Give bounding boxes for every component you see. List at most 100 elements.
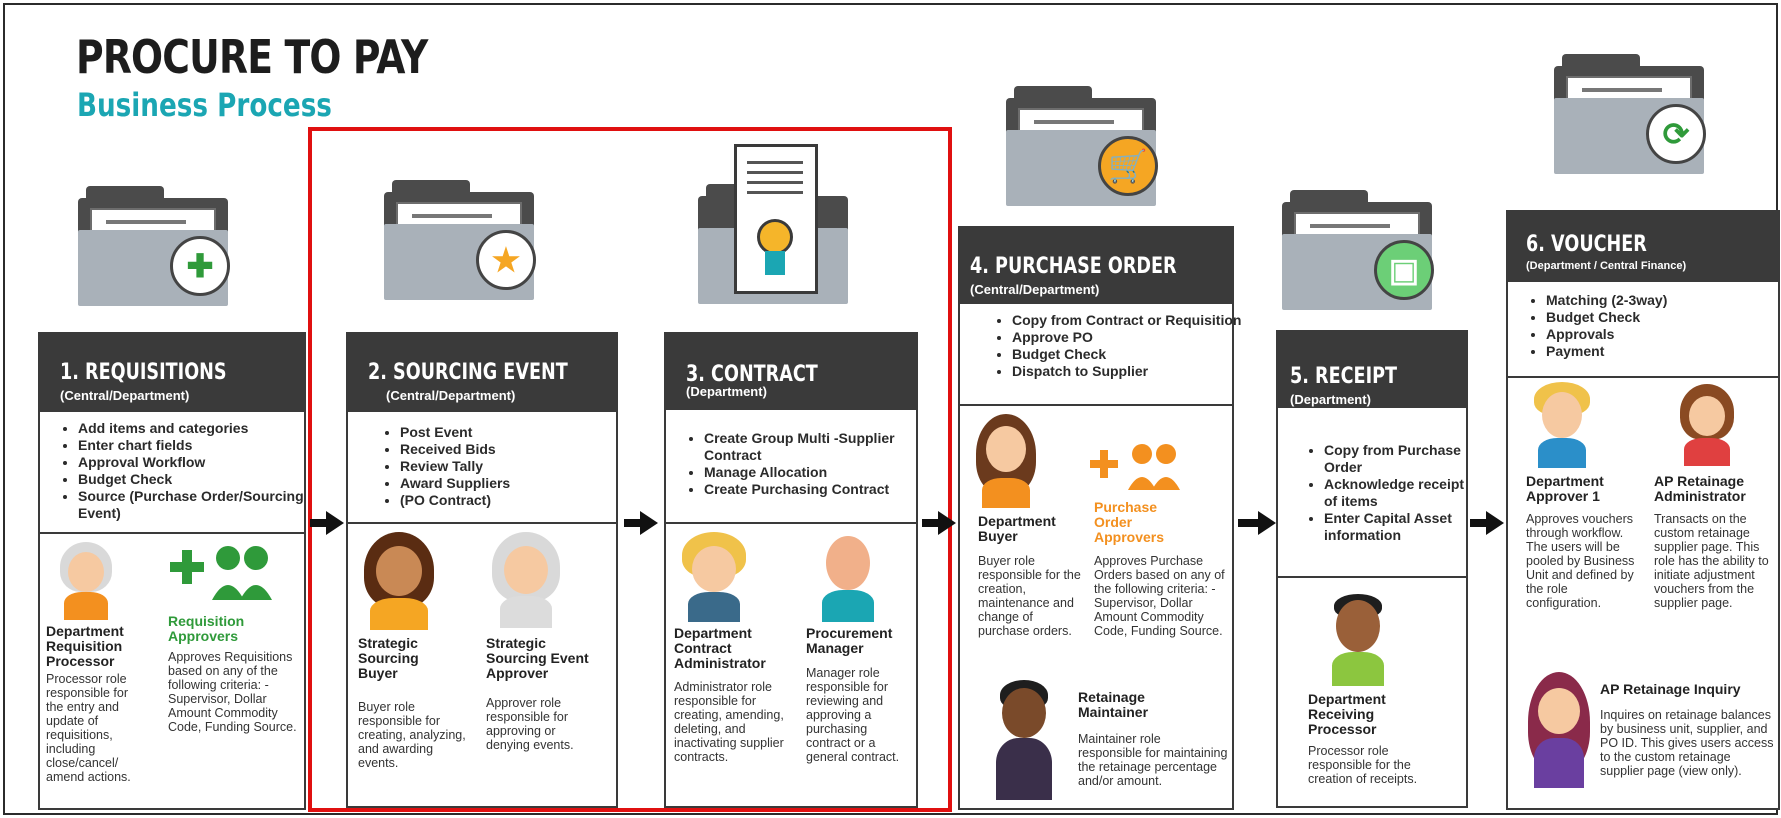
step-bullets: Copy from Contract or Requisition Approv… bbox=[988, 312, 1252, 380]
role-name: Department Receiving Processor bbox=[1308, 691, 1386, 737]
flow-arrow bbox=[1238, 511, 1276, 535]
folder-icon-purchase-order: 🛒 bbox=[1006, 86, 1158, 206]
step-receipt: 5. RECEIPT (Department) Copy from Purcha… bbox=[1276, 330, 1468, 808]
role-description: Processor role responsible for the creat… bbox=[1308, 744, 1418, 786]
contract-certificate-icon bbox=[734, 144, 818, 294]
avatar bbox=[976, 414, 1036, 508]
page-title: PROCURE TO PAY bbox=[76, 30, 428, 84]
page-subtitle: Business Process bbox=[77, 86, 332, 124]
role-name: AP Retainage Inquiry bbox=[1600, 681, 1741, 697]
step-bullets: Create Group Multi -Supplier Contract Ma… bbox=[680, 430, 928, 498]
avatar bbox=[490, 532, 562, 628]
step-title: 3. CONTRACT bbox=[686, 362, 818, 387]
step-subtitle: (Central/Department) bbox=[970, 282, 1100, 297]
bullet: Post Event bbox=[400, 424, 620, 441]
avatar bbox=[1534, 382, 1590, 468]
step-bullets: Copy from Purchase Order Acknowledge rec… bbox=[1300, 442, 1480, 544]
bullet: Source (Purchase Order/Sourcing Event) bbox=[78, 488, 310, 522]
role-description: Buyer role responsible for creating, ana… bbox=[358, 700, 466, 770]
role-name: Retainage Maintainer bbox=[1078, 689, 1149, 720]
step-contract: 3. CONTRACT (Department) Create Group Mu… bbox=[664, 332, 918, 808]
role-description: Maintainer role responsible for maintain… bbox=[1078, 732, 1228, 788]
shopping-cart-icon: 🛒 bbox=[1098, 136, 1158, 196]
step-purchase-order: 4. PURCHASE ORDER (Central/Department) C… bbox=[958, 226, 1241, 810]
role-description: Processor role responsible for the entry… bbox=[46, 672, 131, 784]
role-description: Manager role responsible for reviewing a… bbox=[806, 666, 900, 764]
step-requisitions: 1. REQUISITIONS (Central/Department) Add… bbox=[38, 332, 306, 810]
role-name: Procurement Manager bbox=[806, 625, 893, 656]
role-description: Approves Purchase Orders based on any of… bbox=[1094, 554, 1225, 638]
avatar bbox=[1328, 594, 1388, 686]
flow-arrow bbox=[310, 511, 344, 535]
bullet: Add items and categories bbox=[78, 420, 310, 437]
role-name: Department Buyer bbox=[978, 513, 1056, 544]
role-name: Requisition Approvers bbox=[168, 613, 245, 644]
folder-icon-requisitions: ✚ bbox=[78, 186, 230, 306]
avatar bbox=[682, 532, 746, 622]
bullet: Copy from Purchase Order bbox=[1324, 442, 1480, 476]
folder-icon-contract bbox=[698, 144, 848, 304]
bullet: Manage Allocation bbox=[704, 464, 928, 481]
step-voucher: 6. VOUCHER (Department / Central Finance… bbox=[1506, 210, 1780, 810]
step-subtitle: (Central/Department) bbox=[386, 388, 516, 403]
bullet: Approve PO bbox=[1012, 329, 1252, 346]
avatar bbox=[816, 532, 878, 622]
role-name: AP Retainage Administrator bbox=[1654, 473, 1746, 504]
bullet: Enter chart fields bbox=[78, 437, 310, 454]
avatar bbox=[362, 532, 436, 630]
role-description: Approver role responsible for approving … bbox=[486, 696, 574, 752]
people-plus-icon bbox=[170, 546, 272, 600]
role-name: Department Requisition Processor bbox=[46, 623, 124, 669]
bullet: Copy from Contract or Requisition bbox=[1012, 312, 1252, 329]
refresh-icon: ⟳ bbox=[1646, 104, 1706, 164]
folder-icon-sourcing: ★ bbox=[384, 180, 536, 300]
role-name: Strategic Sourcing Event Approver bbox=[486, 635, 589, 681]
bullet: Create Purchasing Contract bbox=[704, 481, 928, 498]
step-bullets: Add items and categories Enter chart fie… bbox=[54, 420, 310, 522]
bullet: (PO Contract) bbox=[400, 492, 620, 509]
role-name: Department Contract Administrator bbox=[674, 625, 766, 671]
flow-arrow bbox=[1470, 511, 1504, 535]
step-title: 6. VOUCHER bbox=[1526, 232, 1647, 257]
flow-arrow bbox=[922, 511, 956, 535]
bullet: Award Suppliers bbox=[400, 475, 620, 492]
bullet: Review Tally bbox=[400, 458, 620, 475]
role-description: Approves vouchers through workflow. The … bbox=[1526, 512, 1635, 610]
role-description: Transacts on the custom retainage suppli… bbox=[1654, 512, 1769, 610]
bullet: Enter Capital Asset information bbox=[1324, 510, 1480, 544]
step-title: 2. SOURCING EVENT bbox=[368, 360, 568, 385]
step-subtitle: (Central/Department) bbox=[60, 388, 190, 403]
highlight-box bbox=[308, 127, 952, 812]
step-title: 4. PURCHASE ORDER bbox=[970, 254, 1177, 279]
avatar bbox=[994, 680, 1054, 800]
role-description: Buyer role responsible for the creation,… bbox=[978, 554, 1081, 638]
step-subtitle: (Department / Central Finance) bbox=[1526, 260, 1687, 272]
step-sourcing-event: 2. SOURCING EVENT (Central/Department) P… bbox=[346, 332, 618, 808]
step-subtitle: (Department) bbox=[1290, 392, 1371, 407]
flow-arrow bbox=[624, 511, 658, 535]
bullet: Payment bbox=[1546, 343, 1781, 360]
box-icon: ▣ bbox=[1374, 240, 1434, 300]
bullet: Budget Check bbox=[1546, 309, 1781, 326]
bullet: Matching (2-3way) bbox=[1546, 292, 1781, 309]
folder-icon-receipt: ▣ bbox=[1282, 190, 1434, 310]
role-description: Approves Requisitions based on any of th… bbox=[168, 650, 297, 734]
step-title: 5. RECEIPT bbox=[1290, 364, 1398, 389]
role-name: Strategic Sourcing Buyer bbox=[358, 635, 419, 681]
step-bullets: Matching (2-3way) Budget Check Approvals… bbox=[1522, 292, 1781, 360]
bullet: Budget Check bbox=[78, 471, 310, 488]
bullet: Approvals bbox=[1546, 326, 1781, 343]
bullet: Budget Check bbox=[1012, 346, 1252, 363]
star-icon: ★ bbox=[476, 230, 536, 290]
bullet: Dispatch to Supplier bbox=[1012, 363, 1252, 380]
step-subtitle: (Department) bbox=[686, 384, 767, 399]
avatar bbox=[56, 542, 116, 620]
avatar bbox=[1528, 672, 1590, 788]
bullet: Received Bids bbox=[400, 441, 620, 458]
bullet: Create Group Multi -Supplier Contract bbox=[704, 430, 928, 464]
bullet: Approval Workflow bbox=[78, 454, 310, 471]
avatar bbox=[1680, 384, 1734, 466]
step-title: 1. REQUISITIONS bbox=[60, 360, 227, 385]
plus-icon: ✚ bbox=[170, 236, 230, 296]
people-plus-icon bbox=[1090, 444, 1180, 490]
